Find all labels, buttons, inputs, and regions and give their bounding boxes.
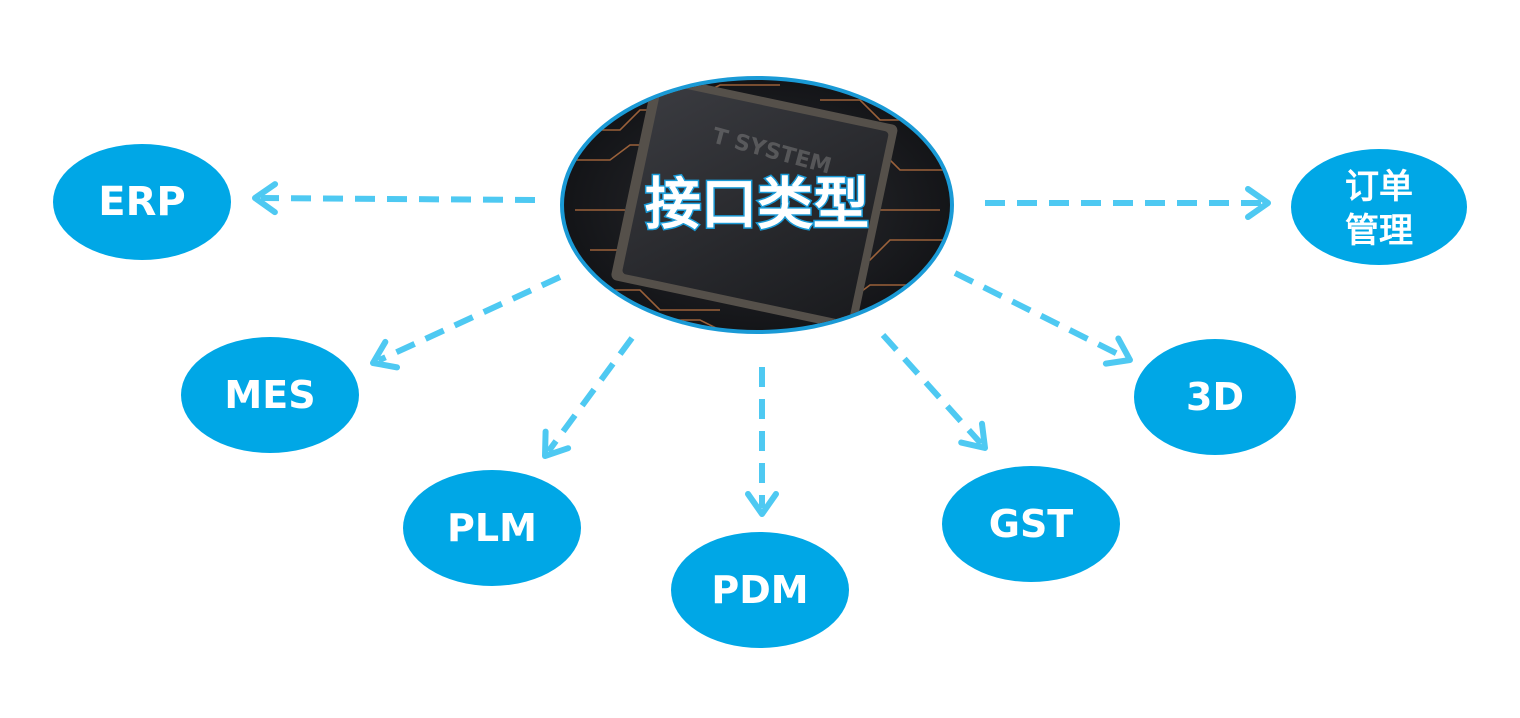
arrow-to-plm bbox=[542, 336, 635, 459]
node-3d: 3D bbox=[1134, 339, 1296, 455]
node-order-label-line2: 管理 bbox=[1345, 211, 1413, 251]
node-gst-shape bbox=[942, 466, 1120, 582]
arrow-to-3d bbox=[953, 270, 1133, 367]
arrows bbox=[252, 181, 1271, 517]
arrow-head bbox=[252, 181, 279, 216]
node-order-shape bbox=[1291, 149, 1467, 265]
center-label: 接口类型 bbox=[645, 173, 869, 238]
node-erp: ERP bbox=[53, 144, 231, 260]
arrow-to-gst bbox=[880, 332, 988, 451]
arrow-head bbox=[745, 491, 779, 517]
arrow-to-erp bbox=[252, 181, 536, 216]
node-erp-shape bbox=[53, 144, 231, 260]
node-pdm-shape bbox=[671, 532, 849, 648]
node-mes-shape bbox=[181, 337, 359, 453]
chip-image: T SYSTEM bbox=[564, 80, 950, 330]
arrow-head bbox=[370, 338, 401, 371]
node-erp-label: ERP bbox=[98, 179, 185, 225]
node-pdm: PDM bbox=[671, 532, 849, 648]
node-order-management: 订单 管理 bbox=[1291, 149, 1467, 265]
arrow-to-mes bbox=[370, 274, 562, 371]
node-order-label-line1: 订单 bbox=[1345, 167, 1413, 207]
arrow-head bbox=[1245, 186, 1271, 220]
arrow-head bbox=[958, 420, 988, 451]
arrow-head bbox=[542, 428, 572, 459]
node-plm-shape bbox=[403, 470, 581, 586]
arrow-line bbox=[377, 274, 562, 364]
chip-body bbox=[611, 80, 898, 330]
node-plm-label: PLM bbox=[447, 506, 537, 550]
node-mes: MES bbox=[181, 337, 359, 453]
node-3d-shape bbox=[1134, 339, 1296, 455]
arrow-to-order bbox=[985, 186, 1271, 220]
arrow-line bbox=[546, 336, 635, 453]
node-gst: GST bbox=[942, 466, 1120, 582]
center-node: T SYSTEM 接口类型 bbox=[560, 76, 954, 334]
arrow-line bbox=[880, 332, 984, 446]
node-3d-label: 3D bbox=[1186, 375, 1244, 419]
arrow-head bbox=[1102, 335, 1133, 367]
node-mes-label: MES bbox=[224, 373, 315, 417]
node-gst-label: GST bbox=[989, 502, 1074, 546]
arrow-to-pdm bbox=[745, 367, 779, 517]
arrow-line bbox=[260, 195, 536, 203]
node-plm: PLM bbox=[403, 470, 581, 586]
arrow-line bbox=[953, 270, 1126, 361]
node-pdm-label: PDM bbox=[711, 568, 808, 612]
